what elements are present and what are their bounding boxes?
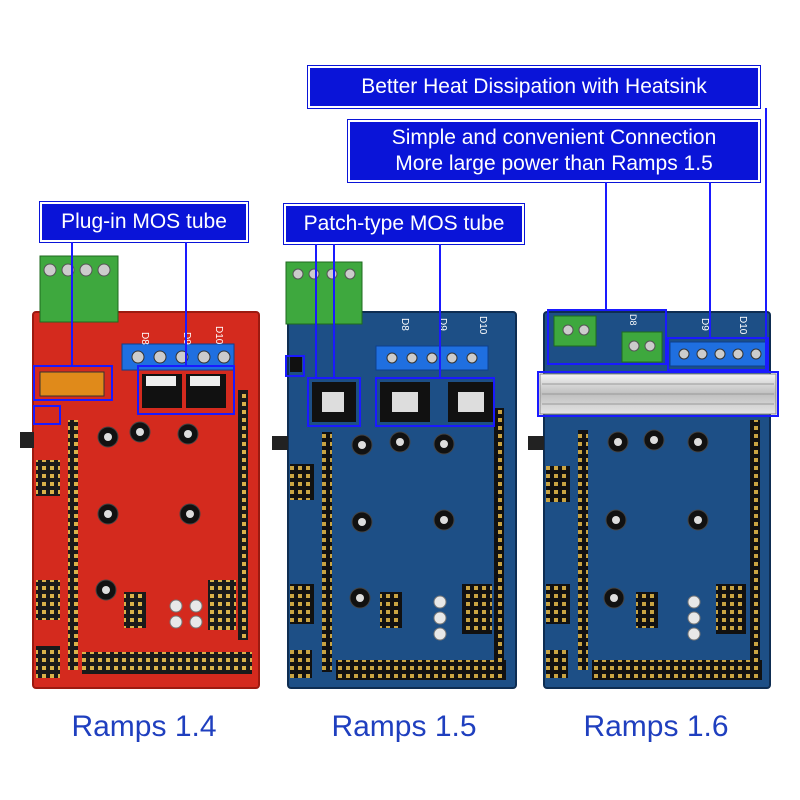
heatsink-callout: Better Heat Dissipation with Heatsink xyxy=(308,66,760,108)
patch-mos-callout-text: Patch-type MOS tube xyxy=(303,212,505,235)
caption-ramps-1-5: Ramps 1.5 xyxy=(331,710,477,743)
caption-ramps-1-6: Ramps 1.6 xyxy=(583,710,729,743)
pin-label-d9: D9 xyxy=(437,318,448,331)
connection-callout-line2: More large power than Ramps 1.5 xyxy=(395,152,713,175)
power-terminal xyxy=(621,331,663,363)
patch-mos-callout: Patch-type MOS tube xyxy=(284,204,524,244)
pin-label-d9: D9 xyxy=(699,318,710,331)
heatsink-callout-text: Better Heat Dissipation with Heatsink xyxy=(361,75,707,98)
plugin-mos-callout: Plug-in MOS tube xyxy=(40,202,248,242)
connection-callout-line1: Simple and convenient Connection xyxy=(391,126,717,149)
ramps-1-6-board: D8 D9 D10 xyxy=(528,108,779,689)
pin-label-d10: D10 xyxy=(737,316,748,335)
ramps-1-5-board: D8 D9 D10 xyxy=(272,244,517,689)
connection-callout: Simple and convenient Connection More la… xyxy=(348,120,760,182)
pin-label-d10: D10 xyxy=(477,316,488,335)
caption-ramps-1-4: Ramps 1.4 xyxy=(71,710,217,743)
ramps-1-4-board: D8 D9 D10 xyxy=(20,242,260,689)
pin-label-d10: D10 xyxy=(213,326,224,345)
power-terminal xyxy=(553,315,597,347)
pin-label-d8: D8 xyxy=(628,314,638,326)
plugin-mos-callout-text: Plug-in MOS tube xyxy=(61,210,227,233)
pin-label-d8: D8 xyxy=(139,332,150,345)
pin-label-d8: D8 xyxy=(399,318,410,331)
